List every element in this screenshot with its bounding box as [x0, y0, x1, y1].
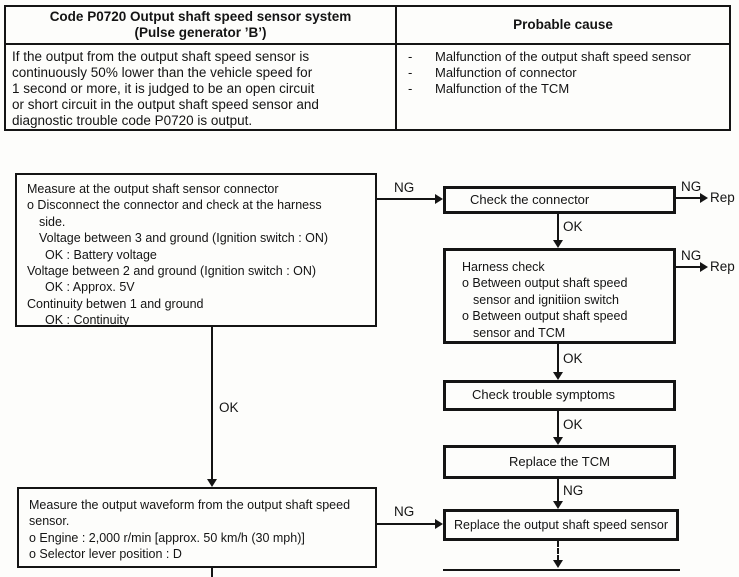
arrow-down-icon — [207, 479, 217, 487]
dash-bullet: - — [408, 65, 413, 80]
box-line: Voltage between 3 and ground (Ignition s… — [39, 231, 329, 246]
ng-label: NG — [681, 248, 702, 263]
arrow-right-icon — [435, 519, 443, 529]
arrow-down-icon — [553, 240, 563, 248]
repair-label-cutoff: Rep — [710, 190, 735, 205]
trouble-code-table: Code P0720 Output shaft speed sensor sys… — [4, 5, 731, 131]
box-label: Check the connector — [470, 191, 590, 207]
table-column-divider — [395, 7, 397, 129]
box-line: o Between output shaft speed — [462, 309, 628, 324]
ok-label: OK — [563, 219, 583, 234]
box-line: OK : Continuity — [45, 313, 130, 328]
replace-sensor-box: Replace the output shaft speed sensor — [443, 509, 679, 541]
connector-line — [557, 479, 559, 502]
ok-label: OK — [563, 351, 583, 366]
arrow-right-icon — [435, 194, 443, 204]
box-line: side. — [39, 214, 66, 229]
box-line: o Between output shaft speed — [462, 276, 628, 291]
connector-line-cutoff — [211, 568, 213, 577]
box-line: Measure at the output shaft sensor conne… — [27, 182, 279, 196]
table-header-divider — [6, 43, 729, 45]
description-line: or short circuit in the output shaft spe… — [12, 97, 319, 112]
arrow-down-icon — [553, 560, 563, 568]
box-line: sensor. — [29, 514, 70, 529]
cause-text: Malfunction of the TCM — [435, 81, 570, 96]
box-line: sensor and TCM — [473, 325, 566, 340]
cause-text: Malfunction of connector — [435, 65, 577, 80]
replace-tcm-box: Replace the TCM — [443, 445, 676, 479]
arrow-down-icon — [553, 372, 563, 380]
box-label: Check trouble symptoms — [472, 387, 616, 403]
connector-line — [377, 523, 436, 525]
arrow-right-icon — [700, 193, 708, 203]
connector-line — [211, 327, 213, 480]
arrow-down-icon — [553, 501, 563, 509]
box-line: OK : Approx. 5V — [45, 280, 135, 295]
arrow-down-icon — [553, 437, 563, 445]
cause-item: - Malfunction of the TCM — [397, 81, 727, 97]
cause-item: - Malfunction of the output shaft speed … — [397, 49, 727, 65]
ng-label: NG — [394, 180, 415, 195]
ng-label: NG — [563, 483, 584, 498]
ng-label: NG — [681, 179, 702, 194]
box-line: Harness check — [462, 260, 545, 274]
box-line: OK : Battery voltage — [45, 247, 157, 262]
description-line: continuously 50% lower than the vehicle … — [12, 65, 313, 80]
dash-bullet: - — [408, 49, 413, 64]
cause-item: - Malfunction of connector — [397, 65, 727, 81]
description-line: If the output from the output shaft spee… — [12, 49, 310, 64]
box-line: Measure the output waveform from the out… — [29, 498, 351, 512]
box-line: o Engine : 2,000 r/min [approx. 50 km/h … — [29, 530, 305, 545]
harness-check-box: Harness check o Between output shaft spe… — [443, 248, 676, 344]
table-header-probable-cause: Probable cause — [397, 7, 729, 43]
description-line: 1 second or more, it is judged to be an … — [12, 81, 315, 96]
code-title-line2: (Pulse generator ’B’) — [134, 25, 267, 40]
box-line: Voltage between 2 and ground (Ignition s… — [27, 264, 317, 279]
box-line: sensor and ignitiion switch — [473, 292, 619, 307]
check-connector-box: Check the connector — [443, 186, 676, 214]
connector-line — [557, 214, 559, 241]
connector-line — [377, 198, 436, 200]
table-header-code: Code P0720 Output shaft speed sensor sys… — [6, 7, 395, 43]
connector-line — [557, 344, 559, 373]
code-title-line1: Code P0720 Output shaft speed sensor sys… — [49, 9, 352, 24]
connector-line — [676, 266, 703, 268]
probable-cause-list: - Malfunction of the output shaft speed … — [397, 49, 727, 97]
check-trouble-symptoms-box: Check trouble symptoms — [443, 380, 676, 411]
box-label: Replace the TCM — [509, 453, 610, 469]
ok-label: OK — [563, 417, 583, 432]
box-label: Replace the output shaft speed sensor — [453, 517, 669, 532]
box-line: o Disconnect the connector and check at … — [27, 198, 322, 213]
arrow-right-icon — [700, 262, 708, 272]
cause-text: Malfunction of the output shaft speed se… — [435, 49, 691, 64]
connector-line — [557, 411, 559, 438]
measure-connector-box: Measure at the output shaft sensor conne… — [15, 173, 377, 327]
box-line: o Selector lever position : D — [29, 547, 182, 562]
dash-bullet: - — [408, 81, 413, 96]
connector-line-dashed — [557, 541, 559, 561]
box-line: Continuity betwen 1 and ground — [27, 296, 204, 311]
next-box-top-edge-cutoff — [443, 569, 680, 571]
connector-line — [676, 197, 703, 199]
ng-label: NG — [394, 504, 415, 519]
code-description: If the output from the output shaft spee… — [12, 49, 392, 129]
description-line: diagnostic trouble code P0720 is output. — [12, 113, 253, 128]
repair-label-cutoff: Rep — [710, 259, 735, 274]
measure-waveform-box: Measure the output waveform from the out… — [17, 487, 377, 568]
probable-cause-title: Probable cause — [513, 17, 613, 32]
ok-label: OK — [219, 400, 239, 415]
